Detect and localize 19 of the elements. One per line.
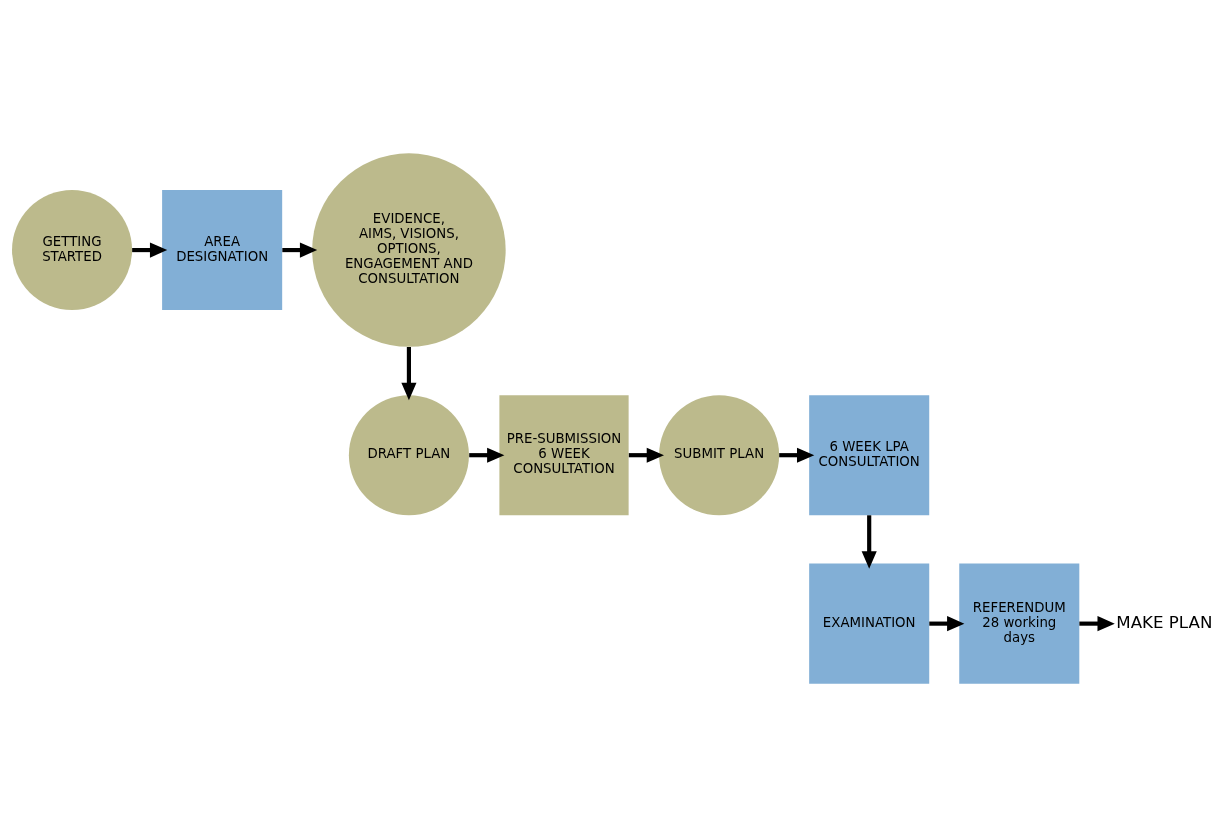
node-circle: DRAFT PLAN: [348, 395, 469, 516]
node-box: REFERENDUM 28 working days: [959, 563, 1080, 684]
arrow: [132, 242, 168, 258]
arrow: [401, 346, 417, 401]
node-box: PRE-SUBMISSION 6 WEEK CONSULTATION: [499, 395, 629, 516]
node-box: EXAMINATION: [809, 563, 930, 684]
arrow: [861, 515, 877, 569]
node-circle: EVIDENCE, AIMS, VISIONS, OPTIONS, ENGAGEMENT AND CONSULTATION: [312, 153, 506, 347]
arrow: [929, 616, 965, 632]
arrow: [1079, 616, 1115, 632]
arrow: [282, 242, 318, 258]
node-circle: SUBMIT PLAN: [659, 395, 780, 516]
arrow: [779, 447, 815, 463]
node-circle: GETTING STARTED: [12, 190, 133, 311]
arrow: [628, 447, 664, 463]
node-box: AREA DESIGNATION: [162, 190, 283, 311]
node-text: MAKE PLAN: [1116, 612, 1213, 632]
node-box: 6 WEEK LPA CONSULTATION: [809, 395, 930, 516]
arrow: [469, 447, 505, 463]
